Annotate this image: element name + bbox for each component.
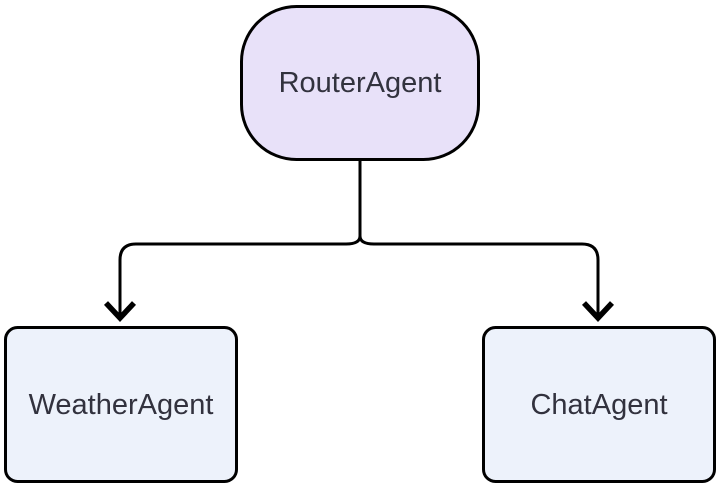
edge-router-to-weather [103,161,362,323]
node-weather-agent: WeatherAgent [4,326,238,483]
edge-router-to-chat [358,161,615,323]
chat-agent-label: ChatAgent [530,389,667,421]
chat-agent-shape [482,326,716,483]
arrowhead-down-icon [103,301,137,323]
router-agent-shape [240,5,480,161]
weather-agent-shape [4,326,238,483]
router-agent-label: RouterAgent [279,67,442,99]
node-chat-agent: ChatAgent [482,326,716,483]
edge-line [358,161,600,315]
node-router-agent: RouterAgent [240,5,480,161]
arrowhead-down-icon [581,301,615,323]
weather-agent-label: WeatherAgent [29,389,214,421]
edge-line [118,161,362,315]
